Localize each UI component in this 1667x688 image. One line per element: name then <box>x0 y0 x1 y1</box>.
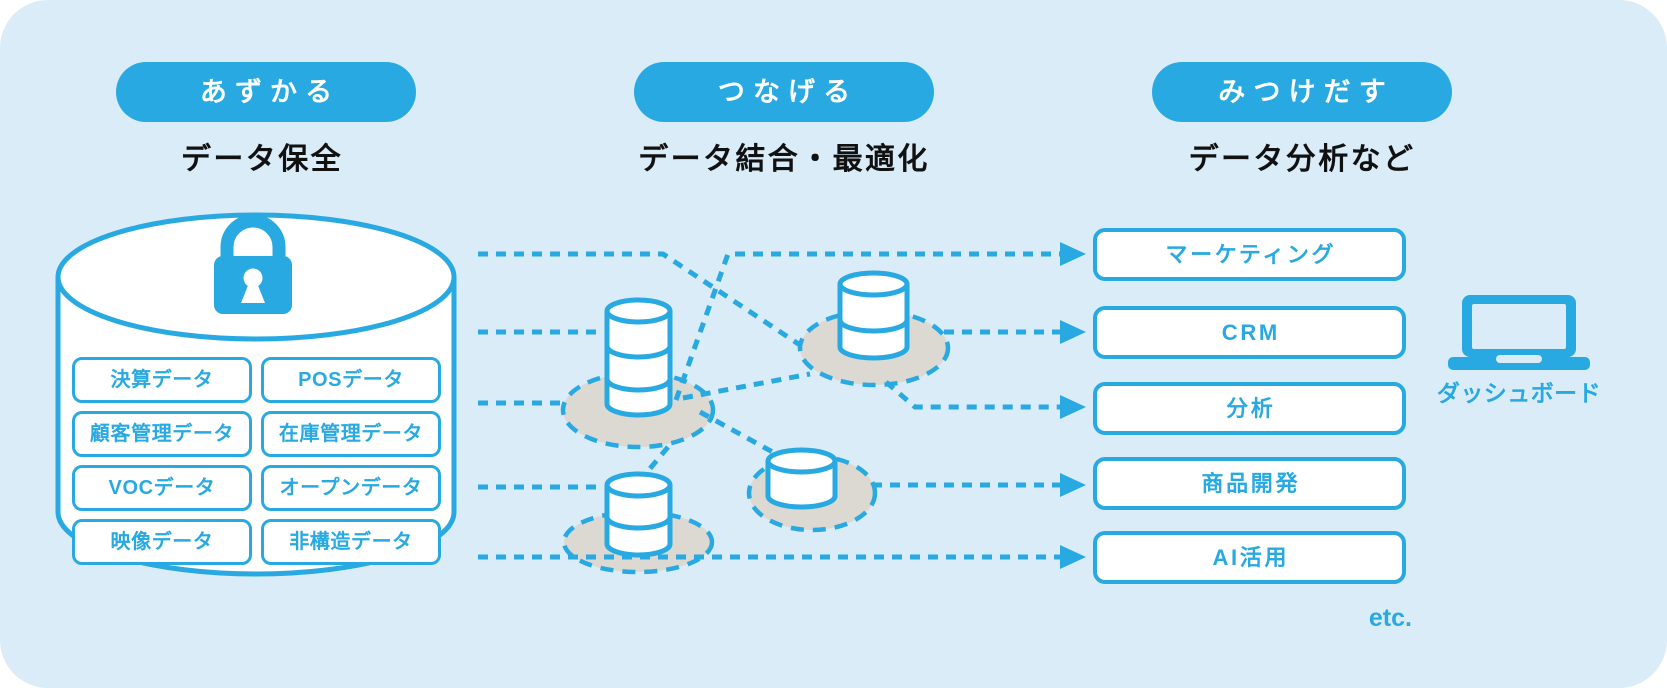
arrow-heads <box>1060 242 1086 569</box>
pill-tsunageru: つなげる <box>634 62 934 122</box>
arrow-icon <box>1060 473 1086 497</box>
laptop-icon <box>1448 295 1590 370</box>
connector-line <box>682 371 811 401</box>
db-cylinder-icon-2 <box>837 270 910 361</box>
db-cylinder-icon-3 <box>604 471 673 558</box>
output-box-analysis: 分析 <box>1093 382 1406 435</box>
connector-line <box>698 409 780 458</box>
etc-label: etc. <box>1368 604 1412 632</box>
subtitle-data-integration: データ結合・最適化 <box>638 143 930 176</box>
db-cylinder-icon-1 <box>604 297 673 418</box>
output-box-marketing: マーケティング <box>1093 228 1406 281</box>
vault-item-kokyaku: 顧客管理データ <box>72 411 252 457</box>
vault-item-pos: POSデータ <box>261 357 441 403</box>
pill-mitsukedasu: みつけだす <box>1152 62 1452 122</box>
pill-azukaru: あずかる <box>116 62 416 122</box>
arrow-icon <box>1060 395 1086 419</box>
lock-icon <box>214 214 292 314</box>
connector-line <box>884 380 1062 410</box>
vault-item-voc: VOCデータ <box>72 465 252 511</box>
vault-item-eizo: 映像データ <box>72 519 252 565</box>
vault-item-kessan: 決算データ <box>72 357 252 403</box>
vault-item-open: オープンデータ <box>261 465 441 511</box>
vault-item-zaiko: 在庫管理データ <box>261 411 441 457</box>
arrow-icon <box>1060 320 1086 344</box>
subtitle-data-analysis: データ分析など <box>1188 143 1416 176</box>
output-box-ai: AI活用 <box>1093 531 1406 584</box>
output-box-crm: CRM <box>1093 306 1406 359</box>
db-cylinder-icon-4 <box>765 447 838 510</box>
connector-lines <box>478 251 1062 560</box>
dashboard-label: ダッシュボード <box>1436 380 1602 406</box>
vault-item-hikozo: 非構造データ <box>261 519 441 565</box>
output-box-product-dev: 商品開発 <box>1093 457 1406 510</box>
connector-line <box>641 445 670 479</box>
subtitle-data-preservation: データ保全 <box>181 143 343 176</box>
connector-line <box>478 251 802 348</box>
arrow-icon <box>1060 545 1086 569</box>
arrow-icon <box>1060 242 1086 266</box>
